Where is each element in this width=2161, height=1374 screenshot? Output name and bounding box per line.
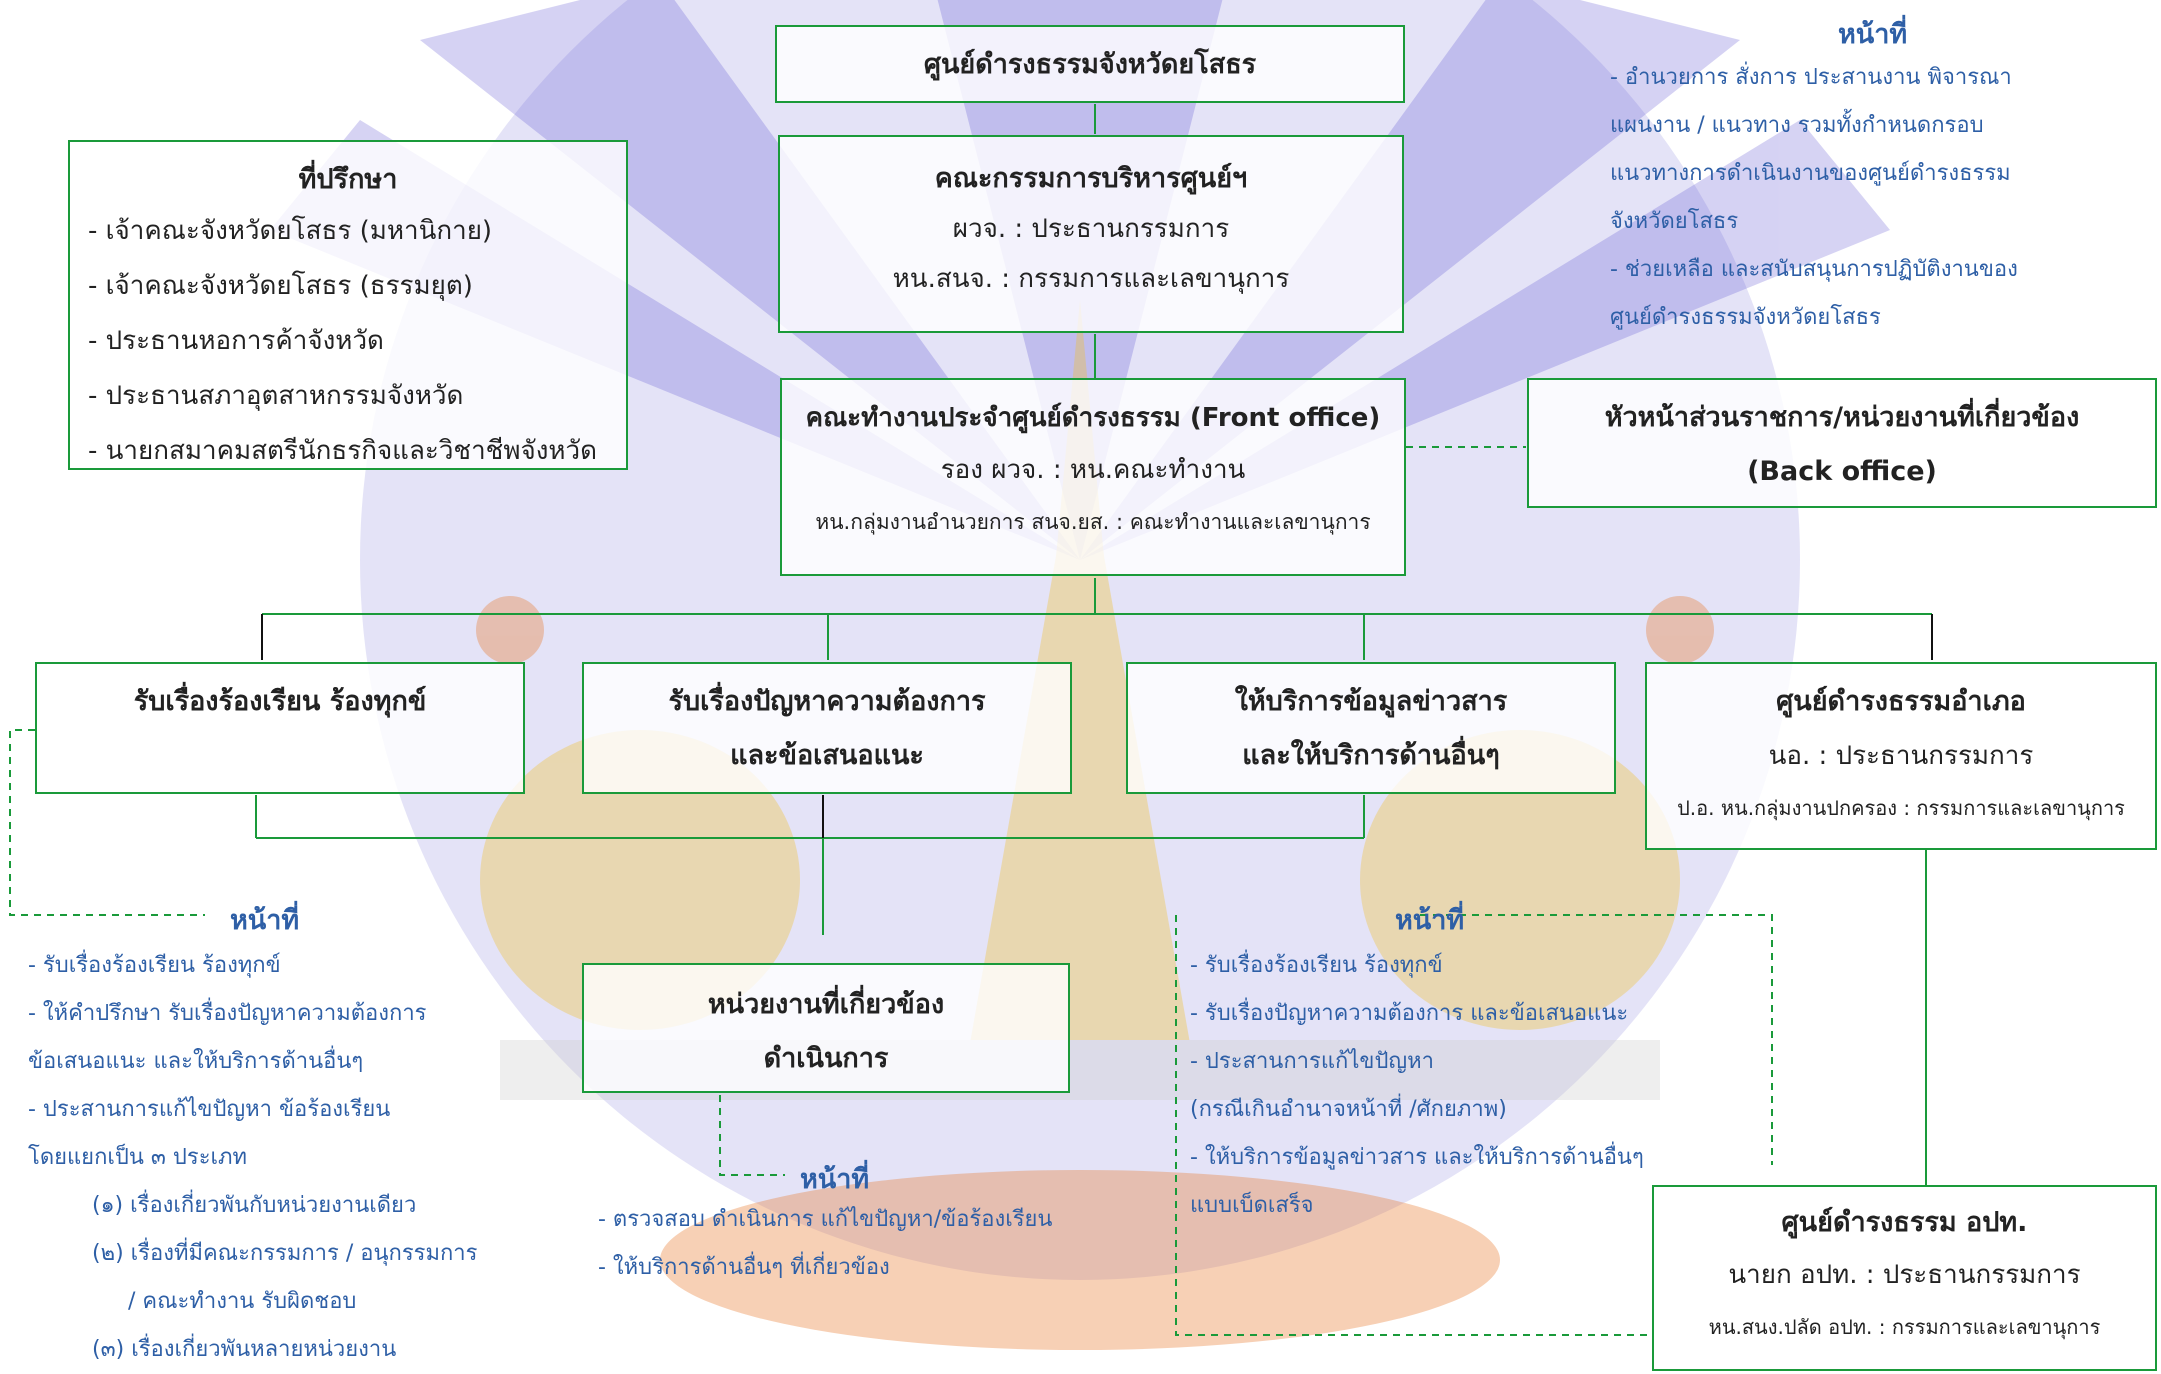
- info-service-line-2: และให้บริการด้านอื่นๆ: [1242, 740, 1500, 771]
- local-center-title: ศูนย์ดำรงธรรม อปท.: [1781, 1207, 2028, 1238]
- duties-top-line: แนวทางการดำเนินงานของศูนย์ดำรงธรรม: [1610, 161, 2011, 186]
- front-office-box: คณะทำงานประจำศูนย์ดำรงธรรม (Front office…: [780, 378, 1406, 576]
- complaint-title: รับเรื่องร้องเรียน ร้องทุกข์: [133, 686, 427, 717]
- duties-mid-heading: หน้าที่: [800, 1164, 870, 1195]
- complaint-box: รับเรื่องร้องเรียน ร้องทุกข์: [35, 662, 525, 794]
- related-agency-box: หน่วยงานที่เกี่ยวข้อง ดำเนินการ: [582, 963, 1070, 1093]
- advisor-item: - ประธานสภาอุตสาหกรรมจังหวัด: [88, 381, 464, 411]
- back-office-box: หัวหน้าส่วนราชการ/หน่วยงานที่เกี่ยวข้อง …: [1527, 378, 2157, 508]
- duties-left-subline: / คณะทำงาน รับผิดชอบ: [128, 1289, 357, 1314]
- duties-mid-line: - ตรวจสอบ ดำเนินการ แก้ไขปัญหา/ข้อร้องเร…: [598, 1207, 1053, 1232]
- duties-mid-list: - ตรวจสอบ ดำเนินการ แก้ไขปัญหา/ข้อร้องเร…: [598, 1196, 1052, 1292]
- related-agency-line-2: ดำเนินการ: [763, 1043, 889, 1074]
- provincial-center-box: ศูนย์ดำรงธรรมจังหวัดยโสธร: [775, 25, 1405, 103]
- advisor-item: - นายกสมาคมสตรีนักธรกิจและวิชาชีพจังหวัด: [88, 436, 598, 466]
- duties-left-heading: หน้าที่: [230, 905, 300, 936]
- district-center-box: ศูนย์ดำรงธรรมอำเภอ นอ. : ประธานกรรมการ ป…: [1645, 662, 2157, 850]
- duties-top-line: - อำนวยการ สั่งการ ประสานงาน พิจารณา: [1610, 65, 2012, 90]
- duties-left-line: ข้อเสนอแนะ และให้บริการด้านอื่นๆ: [28, 1049, 364, 1074]
- info-service-box: ให้บริการข้อมูลข่าวสาร และให้บริการด้านอ…: [1126, 662, 1616, 794]
- duties-right-heading: หน้าที่: [1395, 905, 1465, 936]
- duties-right-line: - รับเรื่องร้องเรียน ร้องทุกข์: [1190, 953, 1443, 978]
- advisor-item: - เจ้าคณะจังหวัดยโสธร (ธรรมยุต): [88, 271, 473, 301]
- local-center-box: ศูนย์ดำรงธรรม อปท. นายก อปท. : ประธานกรร…: [1652, 1185, 2157, 1371]
- duties-right-line: (กรณีเกินอำนาจหน้าที่ /ศักยภาพ): [1190, 1097, 1507, 1122]
- board-title: คณะกรรมการบริหารศูนย์ฯ: [934, 163, 1248, 194]
- board-line-2: หน.สนจ. : กรรมการและเลขานุการ: [892, 264, 1290, 294]
- duties-right-list: - รับเรื่องร้องเรียน ร้องทุกข์ - รับเรื่…: [1190, 942, 1644, 1230]
- district-center-title: ศูนย์ดำรงธรรมอำเภอ: [1776, 686, 2026, 717]
- board-line-1: ผวจ. : ประธานกรรมการ: [952, 214, 1230, 244]
- duties-top-line: จังหวัดยโสธร: [1610, 209, 1739, 234]
- related-agency-line-1: หน่วยงานที่เกี่ยวข้อง: [707, 989, 945, 1020]
- duties-mid-line: - ให้บริการด้านอื่นๆ ที่เกี่ยวข้อง: [598, 1255, 890, 1280]
- back-office-line: (Back office): [1747, 456, 1937, 487]
- advisor-title: ที่ปรึกษา: [298, 164, 398, 195]
- duties-right-line: - ให้บริการข้อมูลข่าวสาร และให้บริการด้า…: [1190, 1145, 1644, 1170]
- duties-left-subline: (๑) เรื่องเกี่ยวพันกับหน่วยงานเดียว: [92, 1193, 417, 1218]
- duties-right-line: - ประสานการแก้ไขปัญหา: [1190, 1049, 1435, 1074]
- back-office-title: หัวหน้าส่วนราชการ/หน่วยงานที่เกี่ยวข้อง: [1604, 402, 2080, 433]
- advisor-item: - ประธานหอการค้าจังหวัด: [88, 326, 384, 356]
- front-office-line-2: หน.กลุ่มงานอำนวยการ สนจ.ยส. : คณะทำงานแล…: [815, 510, 1371, 534]
- front-office-line-1: รอง ผวจ. : หน.คณะทำงาน: [940, 455, 1246, 485]
- district-center-line-2: ป.อ. หน.กลุ่มงานปกครอง : กรรมการและเลขาน…: [1677, 796, 2125, 820]
- advisor-box: ที่ปรึกษา - เจ้าคณะจังหวัดยโสธร (มหานิกา…: [68, 140, 628, 470]
- provincial-center-title: ศูนย์ดำรงธรรมจังหวัดยโสธร: [923, 49, 1257, 80]
- duties-left-line: - ให้คำปรึกษา รับเรื่องปัญหาความต้องการ: [28, 1001, 427, 1026]
- info-service-line-1: ให้บริการข้อมูลข่าวสาร: [1234, 686, 1508, 717]
- local-center-line-1: นายก อปท. : ประธานกรรมการ: [1728, 1260, 2081, 1290]
- advisor-item: - เจ้าคณะจังหวัดยโสธร (มหานิกาย): [88, 216, 493, 246]
- duties-left-line: - ประสานการแก้ไขปัญหา ข้อร้องเรียน: [28, 1097, 391, 1122]
- duties-top-line: แผนงาน / แนวทาง รวมทั้งกำหนดกรอบ: [1610, 113, 1984, 138]
- local-center-line-2: หน.สนง.ปลัด อปท. : กรรมการและเลขานุการ: [1708, 1315, 2101, 1339]
- needs-box: รับเรื่องปัญหาความต้องการ และข้อเสนอแนะ: [582, 662, 1072, 794]
- duties-right-line: แบบเบ็ดเสร็จ: [1190, 1193, 1314, 1218]
- board-box: คณะกรรมการบริหารศูนย์ฯ ผวจ. : ประธานกรรม…: [778, 135, 1404, 333]
- duties-left-list: - รับเรื่องร้องเรียน ร้องทุกข์ - ให้คำปร…: [28, 942, 477, 1374]
- district-center-line-1: นอ. : ประธานกรรมการ: [1768, 741, 2034, 771]
- needs-line-2: และข้อเสนอแนะ: [730, 740, 924, 771]
- duties-top-line: ศูนย์ดำรงธรรมจังหวัดยโสธร: [1610, 305, 1881, 330]
- needs-line-1: รับเรื่องปัญหาความต้องการ: [668, 686, 986, 717]
- duties-left-subline: (๓) เรื่องเกี่ยวพันหลายหน่วยงาน: [92, 1337, 397, 1362]
- duties-right-line: - รับเรื่องปัญหาความต้องการ และข้อเสนอแน…: [1190, 1001, 1629, 1026]
- duties-top-heading: หน้าที่: [1838, 19, 1908, 50]
- front-office-title: คณะทำงานประจำศูนย์ดำรงธรรม (Front office…: [805, 403, 1381, 433]
- duties-left-line: โดยแยกเป็น ๓ ประเภท: [28, 1145, 248, 1170]
- duties-left-line: - รับเรื่องร้องเรียน ร้องทุกข์: [28, 953, 281, 978]
- duties-top-list: - อำนวยการ สั่งการ ประสานงาน พิจารณา แผน…: [1610, 54, 2018, 342]
- duties-top-line: - ช่วยเหลือ และสนับสนุนการปฏิบัติงานของ: [1610, 257, 2018, 282]
- duties-left-subline: (๒) เรื่องที่มีคณะกรรมการ / อนุกรรมการ: [92, 1241, 478, 1266]
